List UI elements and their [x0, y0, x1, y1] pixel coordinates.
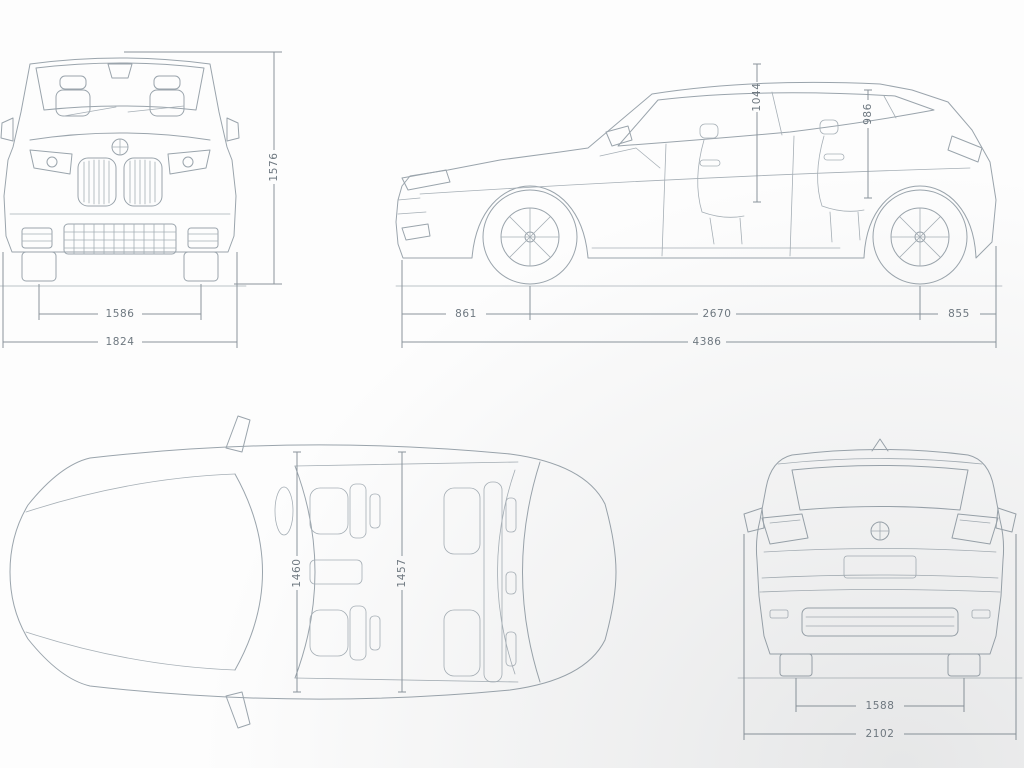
rear-left-taillight [761, 513, 809, 545]
front-height-label: 1576 [268, 152, 280, 181]
side-wheelbase-label: 2670 [702, 308, 731, 320]
front-track-label: 1586 [105, 308, 134, 320]
side-overall-length-label: 4386 [692, 336, 721, 348]
top-left-mirror [225, 415, 251, 453]
side-front-headroom-label: 1044 [751, 82, 763, 111]
top-front-width-label: 1460 [291, 558, 303, 587]
rear-window [791, 465, 969, 511]
front-height-dimension: 1576 [124, 51, 282, 285]
side-front-overhang-label: 861 [455, 308, 477, 320]
front-left-headlight [29, 149, 73, 175]
rear-roundel-logo [870, 521, 890, 541]
rear-car-outline [737, 438, 1023, 679]
side-rear-headroom-label: 986 [862, 103, 874, 125]
rear-antenna-fin [871, 438, 889, 452]
front-kidney-grille [77, 157, 163, 207]
front-roundel-logo [111, 138, 129, 156]
top-car-outline [9, 415, 617, 729]
top-view: 1460 1457 [9, 415, 617, 729]
side-taillight [947, 135, 983, 163]
front-bumper-intakes [21, 223, 219, 255]
top-rear-width-label: 1457 [396, 558, 408, 587]
side-length-dimensions: 861 2670 855 4386 [401, 246, 997, 348]
front-car-outline [0, 57, 240, 253]
rear-width-label: 2102 [865, 728, 894, 740]
rear-width-dimension: 2102 [743, 534, 1017, 740]
top-right-mirror [225, 691, 251, 729]
top-rear-width-dimension: 1457 [396, 451, 408, 693]
side-interior-seats [599, 119, 865, 245]
rear-left-wheel [779, 653, 813, 677]
side-rear-headroom-dimension: 986 [862, 89, 874, 199]
side-rear-wheel [872, 189, 968, 285]
side-mirror [605, 125, 633, 147]
front-width-dimension: 1824 [2, 252, 238, 348]
top-steering-wheel [274, 486, 294, 536]
front-right-headlight [167, 149, 211, 175]
rear-track-dimension: 1588 [795, 678, 965, 712]
side-headlight [401, 169, 451, 191]
rear-right-wheel [947, 653, 981, 677]
top-seats [309, 481, 517, 683]
side-front-wheel [482, 189, 578, 285]
rear-track-label: 1588 [865, 700, 894, 712]
front-width-label: 1824 [105, 336, 134, 348]
side-front-headroom-dimension: 1044 [751, 63, 763, 203]
front-track-dimension: 1586 [38, 284, 202, 320]
rear-license-recess [843, 555, 917, 579]
front-right-mirror [226, 117, 240, 142]
rear-right-mirror [995, 507, 1017, 533]
rear-left-mirror [743, 507, 765, 533]
top-front-width-dimension: 1460 [291, 451, 303, 693]
front-left-mirror [0, 117, 14, 142]
rear-view: 1588 2102 [737, 438, 1023, 740]
side-rear-overhang-label: 855 [948, 308, 970, 320]
front-wheels [0, 251, 247, 287]
front-view: 1576 1586 1824 [0, 51, 282, 348]
rear-right-taillight [951, 513, 999, 545]
side-view: 1044 986 861 2670 855 4386 [395, 63, 1003, 348]
